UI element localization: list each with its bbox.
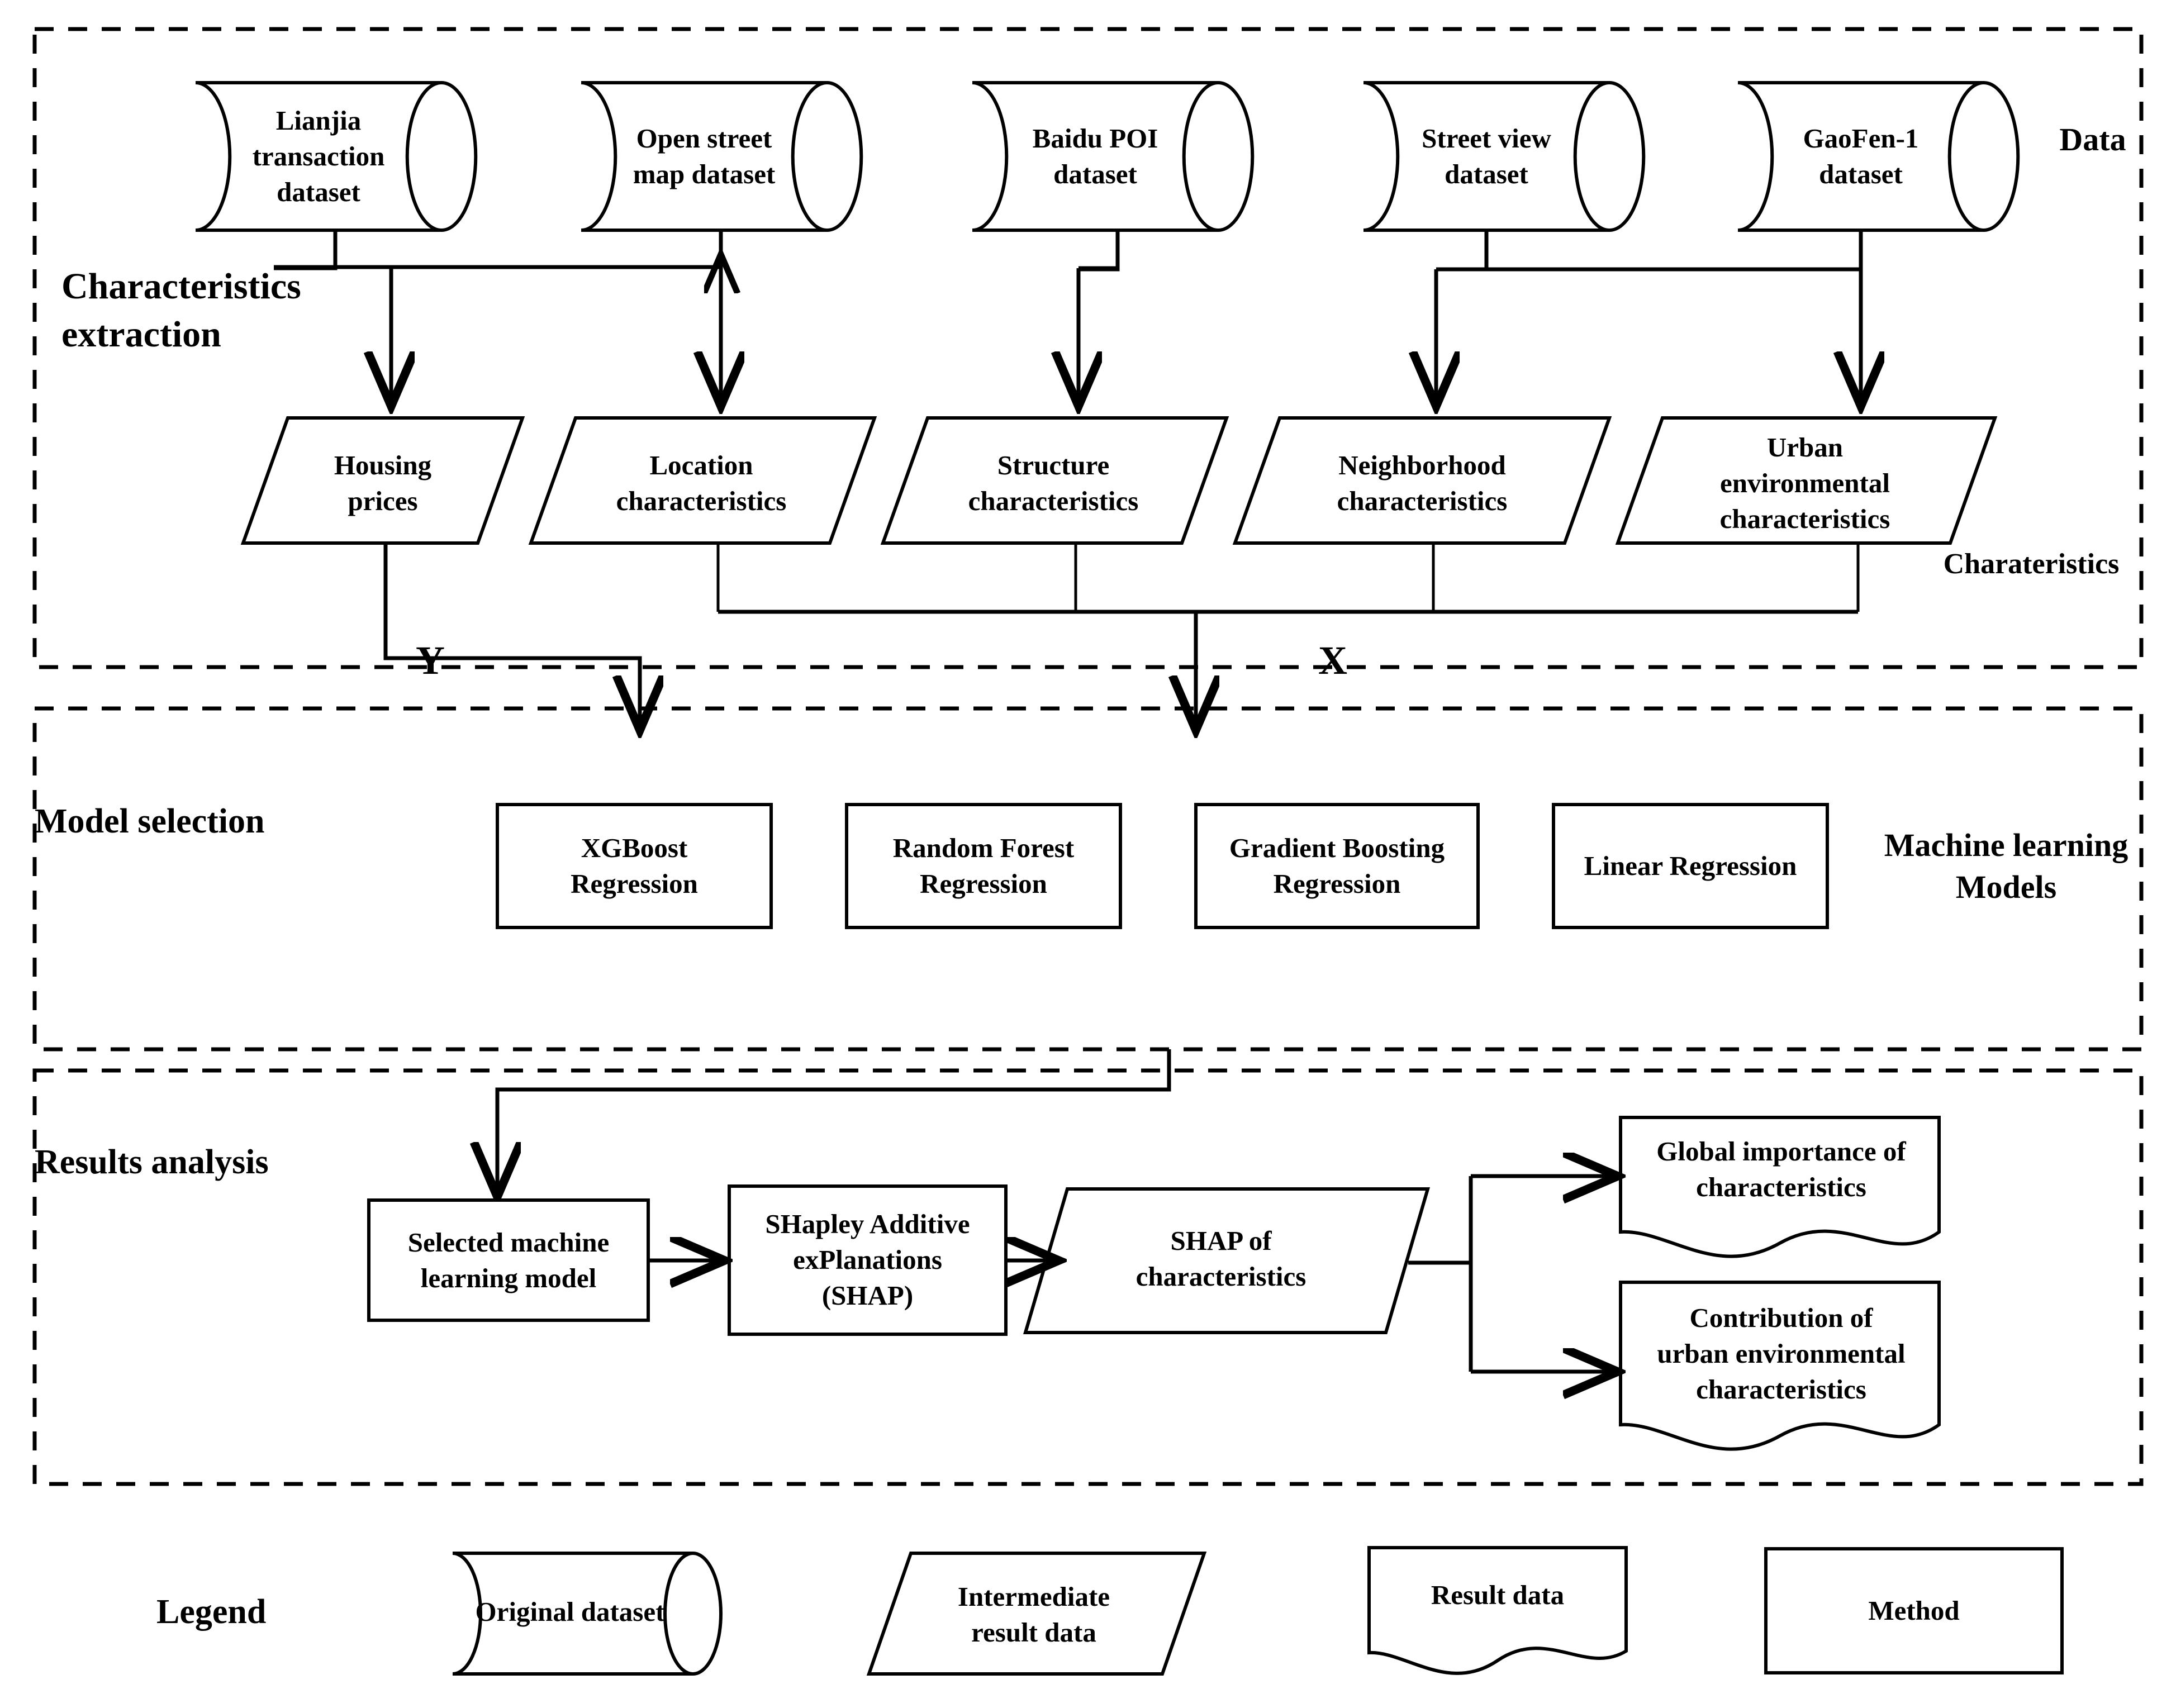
result-shape-selected-model	[367, 1198, 650, 1322]
frame-characteristics-extraction	[32, 27, 2144, 669]
connector-y-branch	[383, 543, 640, 726]
characteristic-shape-location	[528, 416, 877, 545]
connector-streetview-bus	[1484, 230, 1861, 272]
dataset-shape-street-view	[1363, 81, 1646, 232]
characteristic-shape-structure	[880, 416, 1229, 545]
result-shape-shap-method	[728, 1184, 1008, 1336]
section-label-legend: Legend	[156, 1593, 267, 1631]
connector-baidu-to-structure	[1079, 230, 1120, 272]
model-shape-random-forest	[845, 803, 1122, 929]
characteristic-shape-housing-prices	[240, 416, 525, 545]
legend-shape-original-dataset	[452, 1552, 723, 1676]
result-shape-shap-of-characteristics	[1023, 1187, 1431, 1334]
characteristic-shape-urban-environmental	[1615, 416, 1998, 545]
result-shape-global-importance	[1619, 1116, 1941, 1258]
model-shape-gradient-boosting	[1194, 803, 1480, 929]
characteristic-shape-neighborhood	[1232, 416, 1612, 545]
dataset-shape-gaofen-1	[1737, 81, 2020, 232]
section-label-model-selection: Model selection	[35, 802, 265, 840]
result-shape-contribution-urban	[1619, 1281, 1941, 1451]
legend-shape-result-data	[1367, 1546, 1628, 1675]
connector-models-to-results	[497, 1049, 1171, 1193]
model-shape-linear-regression	[1552, 803, 1829, 929]
frame-model-selection	[32, 706, 2144, 1052]
legend-shape-method	[1764, 1547, 2064, 1674]
section-label-characteristics-extraction: Characteristics extraction	[61, 266, 301, 355]
dataset-shape-lianjia	[195, 81, 478, 232]
model-shape-xgboost	[496, 803, 773, 929]
dataset-shape-baidu-poi	[972, 81, 1255, 232]
legend-shape-intermediate-result-data	[866, 1552, 1207, 1676]
dataset-shape-osm	[581, 81, 863, 232]
frame-results-analysis	[32, 1068, 2144, 1486]
section-label-results-analysis: Results analysis	[35, 1143, 269, 1181]
